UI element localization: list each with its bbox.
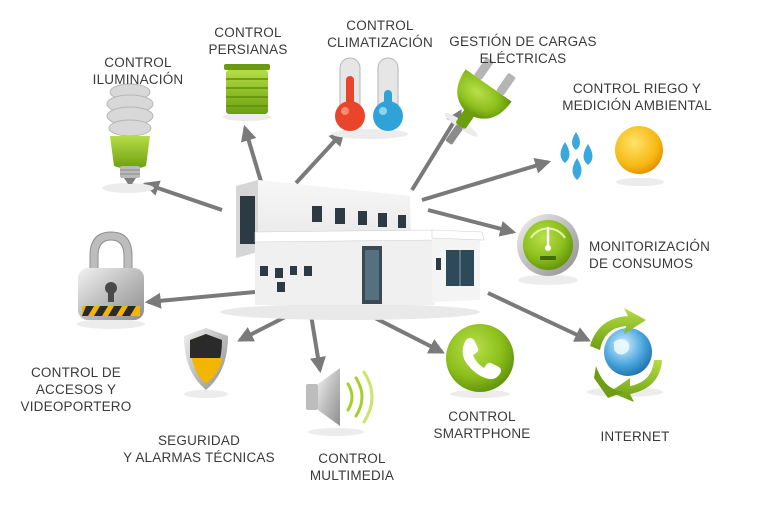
arrow-cargas	[410, 109, 462, 192]
padlock-icon	[77, 231, 145, 329]
label-smartphone: CONTROL SMARTPHONE	[433, 409, 531, 441]
thermometers-icon	[332, 57, 408, 139]
blinds-icon	[223, 64, 271, 121]
label-iluminacion: CONTROL ILUMINACIÓN	[92, 55, 184, 87]
label-multimedia: CONTROL MULTIMEDIA	[309, 451, 395, 483]
arrows	[142, 109, 591, 374]
label-accesos: CONTROL DE ACCESOS Y VIDEOPORTERO	[20, 365, 132, 414]
plug-icon	[444, 57, 516, 145]
arrow-internet	[487, 291, 591, 342]
label-cargas: GESTIÓN DE CARGAS ELÉCTRICAS	[449, 34, 597, 66]
label-riego: CONTROL RIEGO Y MEDICIÓN AMBIENTAL	[562, 81, 712, 113]
house-icon	[220, 180, 485, 320]
speaker-icon	[306, 368, 374, 436]
phone-icon	[446, 324, 514, 398]
arrow-multimedia	[309, 314, 326, 374]
globe-recycle-icon	[587, 308, 663, 402]
label-internet: INTERNET	[600, 429, 670, 444]
shield-icon	[184, 328, 228, 398]
label-consumos: MONITORIZACIÓN DE CONSUMOS	[589, 239, 711, 271]
arrow-smartphone	[374, 316, 445, 354]
lightbulb-icon	[102, 83, 154, 193]
arrow-iluminacion	[142, 180, 223, 212]
label-climatizacion: CONTROL CLIMATIZACIÓN	[327, 18, 433, 50]
arrow-consumos	[427, 208, 517, 237]
arrow-persianas	[240, 124, 264, 186]
arrow-accesos	[144, 290, 256, 309]
arrow-riego	[421, 158, 552, 202]
water-sun-icon	[560, 126, 664, 186]
label-seguridad: SEGURIDAD Y ALARMAS TÉCNICAS	[123, 433, 275, 465]
arrow-climatizacion	[294, 129, 346, 185]
gauge-icon	[517, 214, 579, 285]
label-persianas: CONTROL PERSIANAS	[208, 25, 288, 57]
